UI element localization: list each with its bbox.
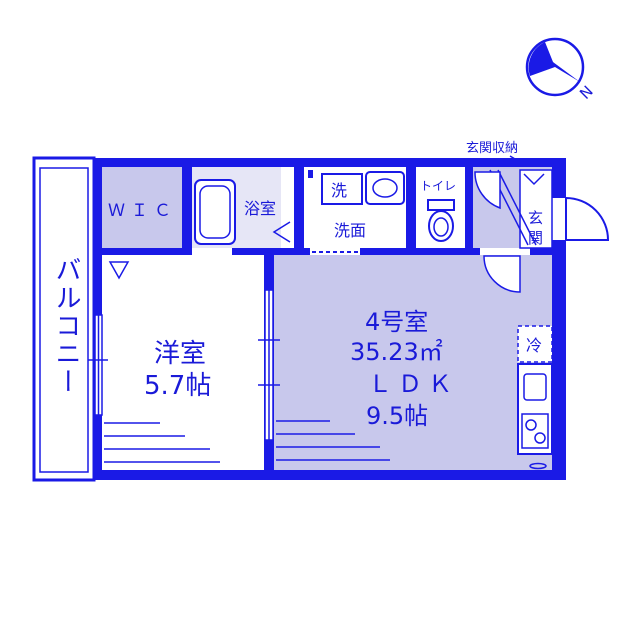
wash-label: 洗面 [334, 221, 366, 240]
toilet-bowl [428, 210, 454, 242]
wash-machine-label: 洗 [331, 181, 347, 200]
wall-toilet-genkan [465, 158, 473, 254]
wall-bath-wash [294, 158, 304, 254]
entrance-storage-label: 玄関収納 [466, 141, 518, 156]
balcony-inner [39, 167, 89, 473]
hall-door-swing [483, 255, 521, 293]
western-room-floor [101, 252, 267, 470]
wall-bottom [94, 470, 566, 480]
genkan-label-top: 玄 [528, 209, 543, 227]
windows [88, 289, 280, 441]
compass-north-label: N [576, 82, 597, 103]
burner-1 [525, 419, 537, 431]
balcony-label: バルコニー [51, 256, 81, 396]
wic-floor [101, 166, 191, 252]
western-room-name: 洋室 [154, 339, 206, 369]
compass: N [525, 37, 597, 103]
wall-right-top [552, 158, 566, 198]
wic-door-swing [108, 261, 130, 280]
wall-top [94, 158, 566, 167]
western-room-floor-lines [104, 422, 220, 463]
ldk-floor-lines [276, 420, 390, 461]
genkan-area [519, 169, 553, 249]
unit-number: 4号室 [365, 308, 428, 336]
bathtub [194, 179, 236, 245]
ldk-name: ＬＤＫ [368, 370, 458, 398]
wall-wash-toilet [406, 158, 416, 254]
toilet-tank [427, 199, 455, 211]
bath-label: 浴室 [244, 199, 276, 218]
sink-bowl [372, 178, 398, 198]
sink [365, 171, 405, 205]
kitchen-sink [523, 373, 547, 401]
wic-label: ＷＩＣ [108, 201, 177, 221]
toilet-label: トイレ [420, 179, 456, 193]
ldk-size: 9.5帖 [366, 402, 428, 430]
entrance-door-swing [565, 196, 610, 241]
wall-wic-bath [182, 158, 192, 254]
burner-2 [534, 432, 546, 444]
floor-outlet [529, 462, 547, 470]
fridge-label: 冷 [526, 336, 542, 355]
balcony: バルコニー [32, 156, 96, 482]
fridge-space [517, 325, 553, 363]
washing-machine-box [321, 173, 363, 205]
storage-door-swing [474, 171, 501, 210]
genkan-label-bottom: 関 [528, 229, 543, 247]
compass-half [528, 42, 555, 76]
stove [521, 413, 549, 449]
genkan-step-gap [480, 248, 530, 255]
bath-door-icon [272, 221, 291, 243]
western-room-size: 5.7帖 [144, 371, 211, 401]
unit-area: 35.23㎡ [350, 338, 443, 366]
storage-door-line-2 [497, 169, 537, 246]
wic-door-gap [192, 248, 232, 255]
wall-right-bottom [552, 240, 566, 480]
